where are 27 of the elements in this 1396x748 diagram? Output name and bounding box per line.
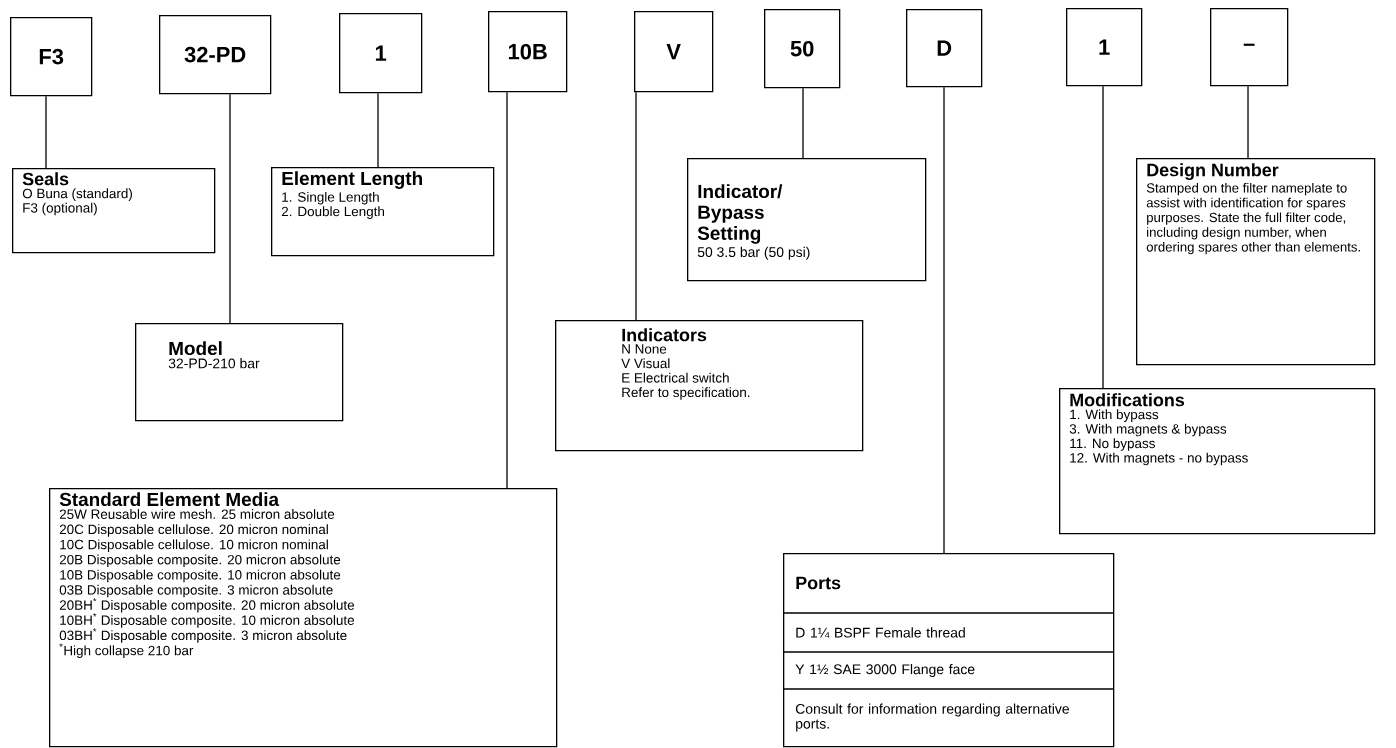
code-box: 10B (488, 11, 568, 93)
leader-line (506, 91, 508, 489)
description-box: Indicator/ Bypass Setting 50 3.5 bar (50 psi) (687, 158, 927, 282)
description-box: Seals O Buna (standard) F3 (optional) (12, 168, 216, 254)
description-box: Indicators N None V Visual E Electrical switch Refer to specification. (555, 320, 864, 452)
leader-line (1102, 85, 1104, 389)
code-box: V (634, 11, 714, 93)
code-box: 1 (1066, 8, 1143, 87)
code-box: D (906, 9, 983, 88)
description-box: Design Number Stamped on the filter nameplate to assist with identification for spares purposes. State the full filter code, including design number, when ordering spares other than elements. (1136, 158, 1376, 366)
description-box: Model 32-PD-210 bar (135, 323, 344, 422)
code-box: 1 (339, 13, 423, 94)
description-box: Element Length 1. Single Length 2. Double Length (271, 167, 495, 257)
code-box: 32-PD (159, 15, 272, 95)
code-box: F3 (10, 17, 93, 97)
description-box: Modifications 1. With bypass 3. With magnets & bypass 11. No bypass 12. With magnets - no bypass (1059, 388, 1376, 535)
description-box: Standard Element Media 25W Reusable wire mesh. 25 micron absolute 20C Disposable cellulose. 20 micron nominal 10C Disposable cellulose. 10 micron nominal 20B Disposable composite. 20 micron absolute 10B Disposable composite. 10 micron absolute 03B Disposable composite. 3 micron absolute 20BH$^{*}$ Disposable composite. 20 micron absolute 10BH$^{*}$ Disposable composite. 10 micron absolute 03BH$^{*}$ Disposable composite. 3 micron absolute $^{*}$High collapse 210 bar (49, 488, 558, 748)
leader-line (1247, 85, 1249, 159)
leader-line (943, 86, 945, 554)
leader-line (635, 91, 637, 321)
code-box: – (1210, 8, 1289, 87)
leader-line (229, 93, 231, 324)
code-box: 50 (764, 9, 841, 89)
leader-line (45, 95, 47, 169)
ports-table: Ports D 1¼ BSPF Female thread Y 1½ SAE 3000 Flange face Consult for information regarding alternative ports. (782, 553, 1115, 748)
leader-line (377, 92, 379, 168)
leader-line (802, 87, 804, 159)
